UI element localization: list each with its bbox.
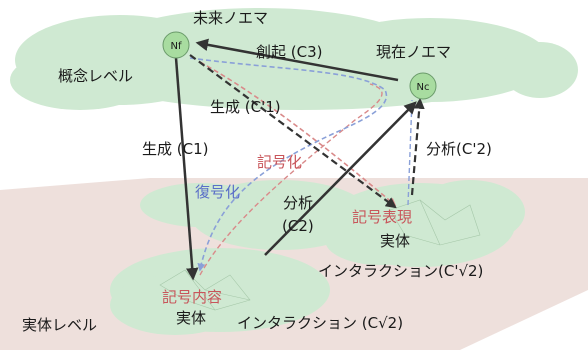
label-c2-prime: 分析(C'2): [426, 140, 492, 158]
arrow-c3: [195, 38, 399, 82]
arrow-c1: [174, 57, 199, 281]
node-nf: Nf: [162, 31, 190, 59]
arrow-c2-prime: [410, 97, 425, 196]
concept-level-label: 概念レベル: [58, 67, 134, 85]
label-c2-line2: (C2): [282, 217, 314, 235]
nc-title: 現在ノエマ: [376, 43, 452, 61]
right-interaction-label: インタラクション(C'√2): [318, 262, 484, 280]
node-nc: Nc: [409, 72, 437, 100]
right-entity-label: 実体: [380, 232, 411, 250]
label-decode: 復号化: [195, 183, 241, 201]
arrow-c2: [264, 101, 417, 256]
decode-dashed-path-right: [407, 99, 413, 206]
label-encode: 記号化: [257, 153, 303, 171]
arrow-c1-prime: [189, 54, 397, 209]
nf-title: 未来ノエマ: [193, 9, 269, 27]
concept-level-cloud: [10, 8, 578, 110]
right-entity-cloud: [325, 180, 525, 267]
encode-dashed-path: [199, 61, 397, 207]
node-nf-label: Nf: [170, 41, 181, 52]
node-nc-label: Nc: [417, 82, 430, 93]
label-c2-line1: 分析: [283, 194, 314, 212]
left-entity-label: 実体: [176, 309, 207, 327]
label-c1-prime: 生成 (C'1): [210, 98, 281, 116]
entity-level-label: 実体レベル: [22, 316, 98, 334]
left-entity-cloud: [110, 180, 370, 335]
encode-dashed-path-left: [199, 83, 383, 276]
left-interaction-label: インタラクション (C√2): [237, 314, 404, 332]
label-c1: 生成 (C1): [142, 140, 209, 158]
label-sign-content: 記号内容: [162, 288, 223, 306]
label-sign-expression: 記号表現: [352, 208, 413, 226]
label-c3: 創起 (C3): [256, 43, 323, 61]
